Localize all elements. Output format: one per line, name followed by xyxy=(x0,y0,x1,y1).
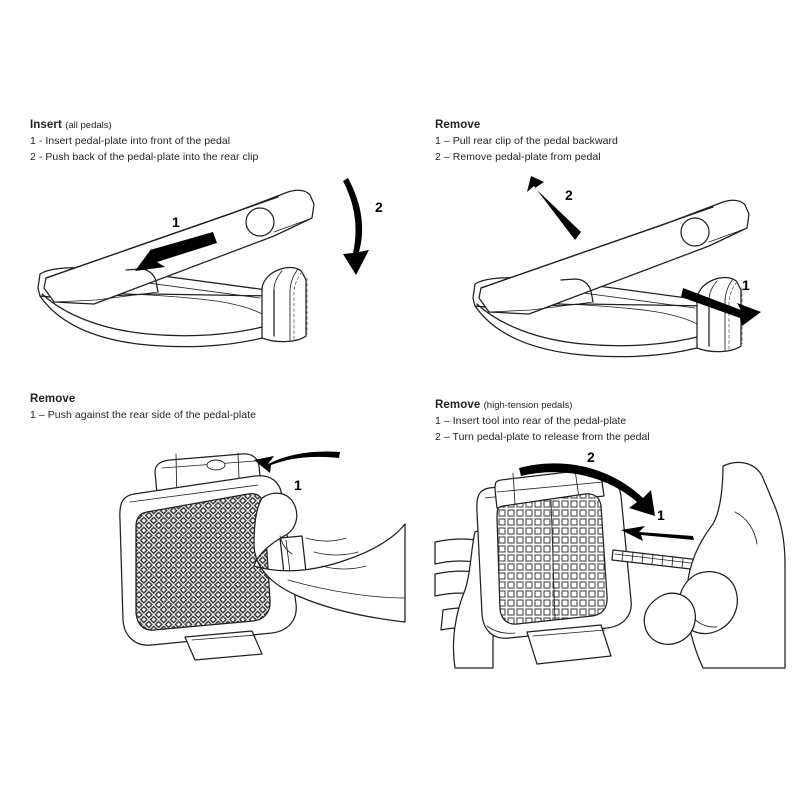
panel-step-1: 1 - Insert pedal-plate into front of the… xyxy=(30,135,231,147)
panel-title-text: Remove xyxy=(435,119,481,131)
panel-step-1: 1 – Pull rear clip of the pedal backward xyxy=(435,135,618,147)
pedal-rear-clip xyxy=(696,276,743,353)
thumb xyxy=(253,492,406,623)
panel-step-1: 1 – Insert tool into rear of the pedal-p… xyxy=(435,415,627,427)
figure-insert-all-pedals: 1 2 xyxy=(30,170,405,365)
panel-remove-standard: Remove 1 – Pull rear clip of the pedal b… xyxy=(435,118,790,368)
panel-title-text: Remove xyxy=(435,399,481,411)
callout-arrow-1: 1 xyxy=(135,214,217,271)
callout-arrow-2: 2 xyxy=(519,449,655,516)
pedal-plate-side-tab xyxy=(279,535,307,575)
panel-title: Remove xyxy=(435,118,790,133)
hand-right xyxy=(643,461,786,669)
figure-remove-push-rear: 1 xyxy=(30,432,406,662)
caption-block: Remove 1 – Pull rear clip of the pedal b… xyxy=(435,118,790,165)
callout-arrow-2: 2 xyxy=(527,176,581,240)
pedal-rear-clip xyxy=(261,266,308,343)
panel-step-1: 1 – Push against the rear side of the pe… xyxy=(30,409,257,421)
caption-block: Remove (high-tension pedals) 1 – Insert … xyxy=(435,398,790,445)
caption-block: Remove 1 – Push against the rear side of… xyxy=(30,392,405,423)
callout-arrow-1: 1 xyxy=(621,507,694,541)
panel-title-qualifier: (high-tension pedals) xyxy=(483,400,573,411)
callout-arrow-2: 2 xyxy=(343,178,383,275)
pedal-plate-rear-tab xyxy=(184,630,263,661)
callout-arrow-1: 1 xyxy=(254,451,340,493)
figure-remove-high-tension: 2 1 xyxy=(434,446,790,669)
panel-title-text: Insert xyxy=(30,119,62,131)
panel-step-2: 2 - Push back of the pedal-plate into th… xyxy=(30,151,259,163)
callout-label-1: 1 xyxy=(294,477,302,493)
callout-label-1: 1 xyxy=(657,507,665,523)
panel-title-qualifier: (all pedals) xyxy=(65,120,112,131)
cleat-plate xyxy=(478,199,750,315)
callout-label-2: 2 xyxy=(565,187,573,203)
panel-insert-all-pedals: Insert (all pedals) 1 - Insert pedal-pla… xyxy=(30,118,405,368)
callout-label-2: 2 xyxy=(587,449,595,465)
pedal-plate-tread xyxy=(135,492,271,631)
callout-label-1: 1 xyxy=(172,214,180,230)
callout-label-1: 1 xyxy=(742,277,750,293)
panel-step-2: 2 – Remove pedal-plate from pedal xyxy=(435,151,601,163)
panel-title: Insert (all pedals) xyxy=(30,118,405,133)
callout-label-2: 2 xyxy=(375,199,383,215)
panel-remove-high-tension: Remove (high-tension pedals) 1 – Insert … xyxy=(434,398,790,669)
callout-arrow-1: 1 xyxy=(681,277,761,326)
panel-step-2: 2 – Turn pedal-plate to release from the… xyxy=(435,431,650,443)
panel-title-text: Remove xyxy=(30,393,76,405)
panel-title: Remove xyxy=(30,392,405,407)
panel-title: Remove (high-tension pedals) xyxy=(435,398,790,413)
caption-block: Insert (all pedals) 1 - Insert pedal-pla… xyxy=(30,118,405,165)
figure-remove-standard: 2 1 xyxy=(435,170,790,365)
pedal-plate-tread xyxy=(496,493,608,625)
panel-remove-push-rear: Remove 1 – Push against the rear side of… xyxy=(30,392,406,662)
pedal-plate-bottom-tab xyxy=(526,624,612,665)
